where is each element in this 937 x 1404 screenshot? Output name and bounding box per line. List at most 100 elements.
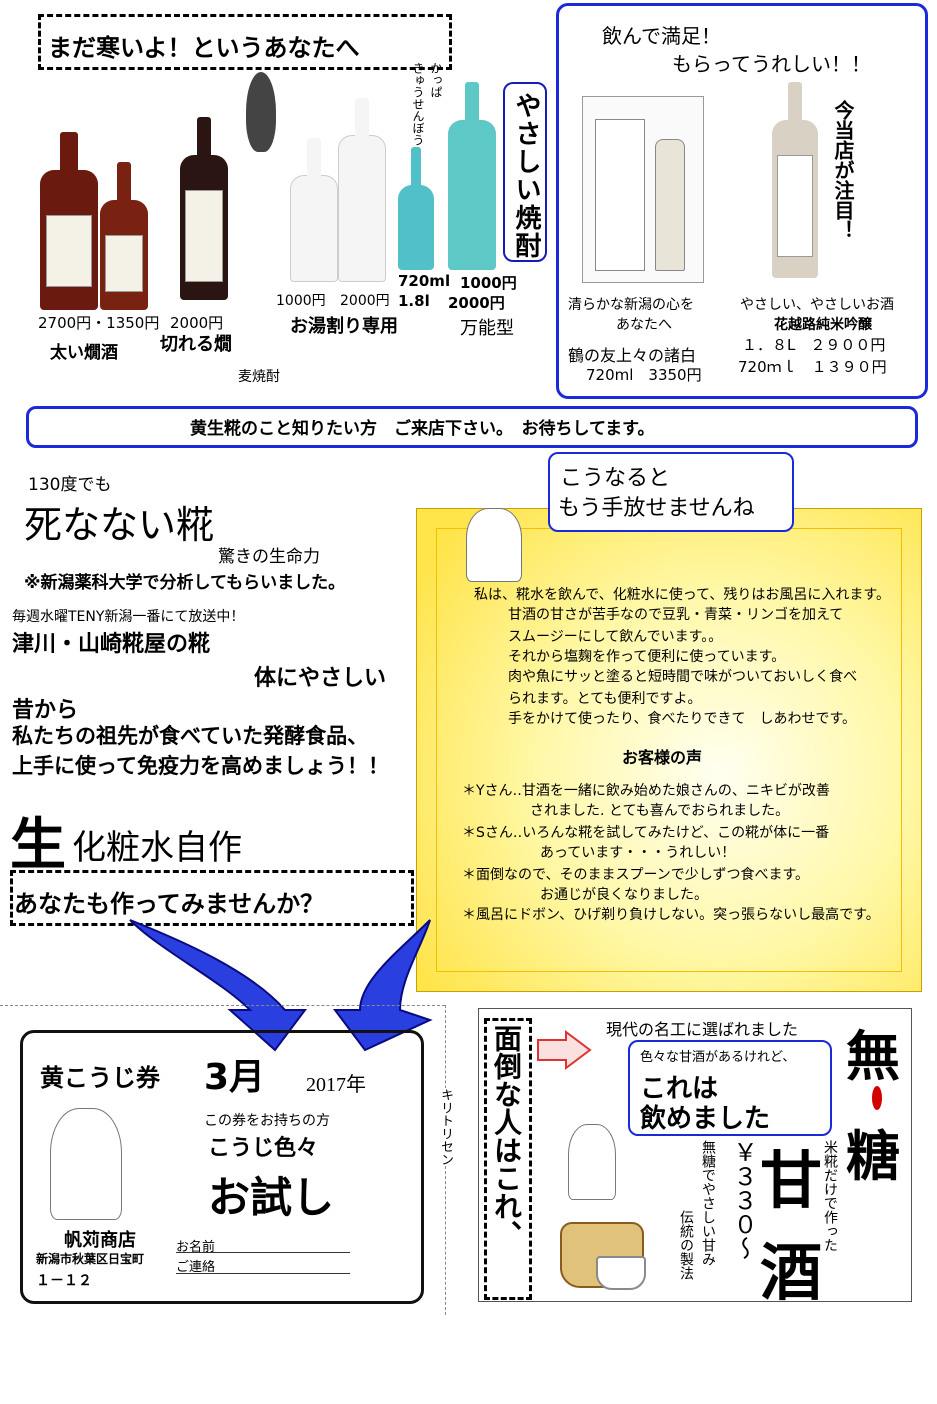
price-oyu-2: 2000円 xyxy=(340,293,390,309)
voice-2: ＊Sさん‥いろんな糀を試してみたけど、この糀が体に一番 xyxy=(462,825,830,841)
size-large: 1.8l xyxy=(398,292,430,310)
nama-rest: 化粧水自作 xyxy=(72,828,242,868)
voice-5: お通じが良くなりました。 xyxy=(540,887,708,903)
coupon-avatar xyxy=(50,1108,122,1220)
product2-price-2: 720ｍｌ １３９０円 xyxy=(738,358,887,376)
coupon-month: 3月 xyxy=(204,1057,266,1098)
coupon-holder: この券をお持ちの方 xyxy=(204,1113,330,1129)
voice-6: ＊風呂にドボン、ひげ剃り負けしない。突っ張らないし最高です。 xyxy=(462,907,880,923)
product1-name: 鶴の友上々の諸白 xyxy=(568,346,697,365)
info-bar xyxy=(26,406,918,448)
label-mugi: 麦焼酎 xyxy=(238,369,280,385)
bottle-koshiji xyxy=(772,82,818,278)
amazake-price: ￥３３０～ xyxy=(729,1140,757,1260)
analysis-note: ※新潟薬科大学で分析してもらいました。 xyxy=(24,573,346,593)
drinkable-1: これは xyxy=(640,1074,719,1104)
price-bannou-2: 2000円 xyxy=(448,294,505,312)
giftbox-image xyxy=(582,96,704,283)
shop-koji: 津川・山崎糀屋の糀 xyxy=(12,632,211,657)
product2-name: 花越路純米吟醸 xyxy=(774,317,872,333)
testimonial-line-2: スムージーにして飲んでいます。。 xyxy=(508,629,723,645)
left-vertical-text: 面倒な人はこれ、 xyxy=(490,1024,523,1248)
kappa-ruby: かっぱ xyxy=(429,62,443,98)
voice-1: されました. とても喜んでおられました。 xyxy=(530,803,790,819)
price-oyu-1: 1000円 xyxy=(276,293,326,309)
info-bar-text: 黄生糀のこと知りたい方 ご来店下さい。 お待ちしてます。 xyxy=(190,419,655,439)
voice-0: ＊Yさん‥甘酒を一緒に飲み始めた娘さんの、ニキビが改善 xyxy=(462,783,830,799)
bottle-kireru xyxy=(180,117,228,300)
contact-field-line[interactable] xyxy=(176,1273,350,1274)
bottle-bannou-large xyxy=(448,82,496,270)
drinkable-2: 飲めました xyxy=(640,1104,771,1134)
ama-kanji: 甘 xyxy=(760,1144,823,1217)
cold-banner xyxy=(38,14,452,70)
prices-pair: 2700円・1350円 xyxy=(38,314,160,332)
cut-line-label: キリトリセン xyxy=(436,1088,455,1166)
title-koji: 死なない糀 xyxy=(24,503,215,547)
label-oyu: お湯割り専用 xyxy=(290,316,398,337)
made-from: 米糀だけで作った xyxy=(822,1140,838,1252)
shochu-title: やさしい焼酎 xyxy=(511,92,541,260)
small-avatar xyxy=(568,1124,616,1200)
amazake-card xyxy=(478,1008,912,1302)
coupon-year: 2017年 xyxy=(306,1074,366,1096)
name-field-line[interactable] xyxy=(176,1252,350,1253)
amazake-bubble xyxy=(628,1040,832,1136)
testimonial-line-5: られます。とても便利ですよ。 xyxy=(508,691,702,707)
speech-bubble xyxy=(548,452,794,532)
bottle-bannou-small xyxy=(398,147,434,270)
satisfied-box xyxy=(556,3,928,399)
caption2: やさしい、やさしいお酒 xyxy=(740,297,894,313)
red-mark-icon xyxy=(872,1086,882,1110)
product1-price: 720ml 3350円 xyxy=(586,366,702,384)
coupon-koji: こうじ色々 xyxy=(208,1136,319,1161)
coupon-address-1: 新潟市秋葉区日宝町 xyxy=(36,1252,145,1266)
bottle-oyu-1 xyxy=(290,138,338,282)
immunity-text: 上手に使って免疫力を高めましょう！！ xyxy=(12,754,389,778)
label-kireru: 切れる燗 xyxy=(160,334,232,355)
voices-title: お客様の声 xyxy=(622,748,703,767)
arrow-right-icon xyxy=(333,919,433,1052)
since-text: 昔から xyxy=(12,698,79,723)
voice-3: あっています・・・うれしい！ xyxy=(540,845,736,861)
bottle-futoi-large xyxy=(40,132,98,310)
avatar xyxy=(466,508,522,582)
price-bannou-1: 1000円 xyxy=(460,274,517,292)
various-text: 色々な甘酒があるけれど、 xyxy=(640,1050,796,1065)
nama-big: 生 xyxy=(10,813,66,878)
speech-line-1: こうなると xyxy=(560,466,671,491)
coupon-address-2: １－１２ xyxy=(36,1273,92,1289)
testimonial-line-1: 甘酒の甘さが苦手なので豆乳・青菜・リンゴを加えて xyxy=(508,607,844,623)
kyusenbou-ruby: きゅうせんぼう xyxy=(411,62,425,146)
name-field-label: お名前 xyxy=(176,1240,216,1255)
kappa-icon xyxy=(246,72,276,152)
try-banner xyxy=(10,870,414,926)
line-130: 130度でも xyxy=(28,475,112,495)
coupon-title: 黄こうじ券 xyxy=(40,1064,160,1092)
voice-4: ＊面倒なので、そのままスプーンで少しずつ食べます。 xyxy=(462,867,810,883)
gentle-text: 体にやさしい xyxy=(254,666,387,691)
testimonial-line-3: それから塩麹を作って便利に使っています。 xyxy=(508,649,786,665)
ancestors-text: 私たちの祖先が食べていた発酵食品、 xyxy=(12,724,369,748)
cut-line-h xyxy=(0,1005,445,1006)
meiko: 現代の名工に選ばれました xyxy=(606,1020,799,1039)
left-vertical-banner xyxy=(484,1018,532,1300)
testimonial-line-4: 肉や魚にサッと塗ると短時間で味がついておいしく食べ xyxy=(508,669,858,685)
label-futoi: 太い燗酒 xyxy=(50,343,118,363)
coupon-trial: お試し xyxy=(208,1173,335,1222)
tv-note: 毎週水曜TENY新潟一番にて放送中！ xyxy=(12,609,245,625)
satisfied-headline-1: 飲んで満足！ xyxy=(602,24,721,48)
traditional: 伝統の製法 xyxy=(678,1210,694,1280)
coupon-shop-name: 帆苅商店 xyxy=(64,1230,136,1251)
caption1-line2: あなたへ xyxy=(616,317,672,333)
try-banner-text: あなたも作ってみませんか？ xyxy=(14,890,325,918)
shochu-box xyxy=(503,82,547,262)
coupon-card[interactable] xyxy=(20,1030,424,1304)
label-bannou: 万能型 xyxy=(460,318,514,339)
sugar-free: 無糖でやさしい甘み xyxy=(700,1140,716,1266)
sake-kanji: 酒 xyxy=(760,1236,823,1309)
satisfied-headline-2: もらってうれしい！！ xyxy=(672,52,871,76)
contact-field-label: ご連絡 xyxy=(176,1260,216,1275)
caption1-line1: 清らかな新潟の心を xyxy=(568,297,694,313)
price-kireru: 2000円 xyxy=(170,314,224,332)
